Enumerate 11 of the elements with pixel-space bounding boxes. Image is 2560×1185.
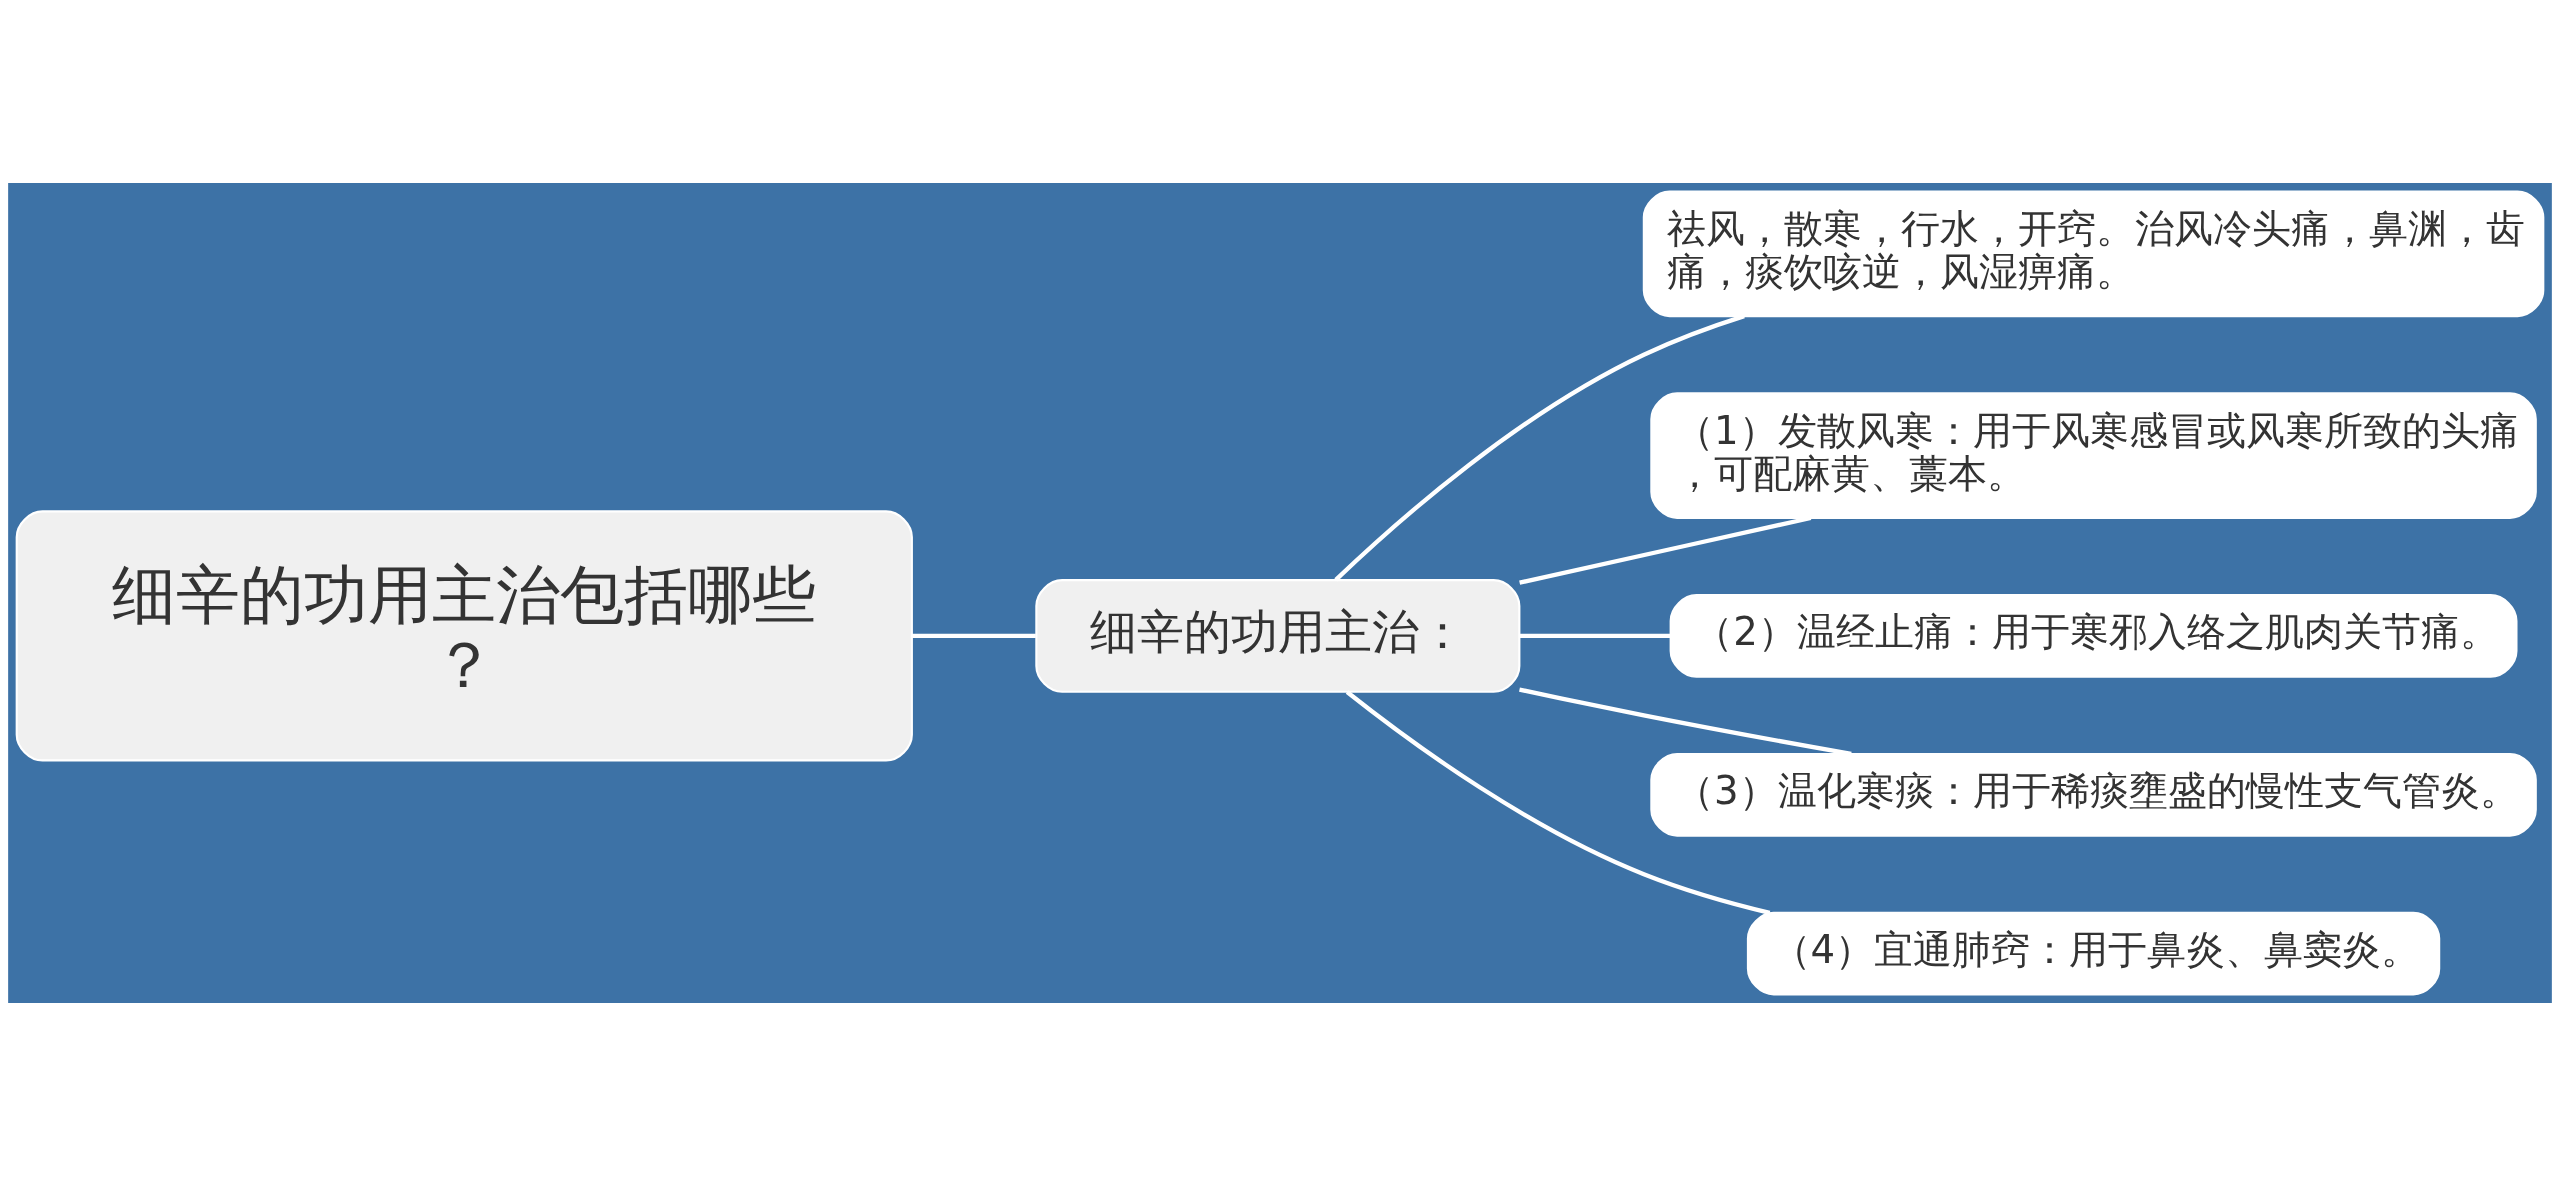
node-box: （1）发散风寒：用于风寒感冒或风寒所致的头痛，可配麻黄、藁本。 [1650,391,2537,519]
node-box: （3）温化寒痰：用于稀痰壅盛的慢性支气管炎。 [1650,752,2537,837]
connector [911,633,1036,638]
node-box: 祛风，散寒，行水，开窍。治风冷头痛，鼻渊，齿痛，痰饮咳逆，风湿痹痛。 [1642,190,2545,317]
connector [1519,633,1671,638]
connector [1519,687,1852,756]
node-box: 细辛的功用主治包括哪些？ [15,509,913,761]
node-box: （2）温经止痛：用于寒邪入络之肌肉关节痛。 [1669,593,2518,678]
node-box: （4）宜通肺窍：用于鼻炎、鼻窦炎。 [1746,911,2441,995]
node-box: 细辛的功用主治： [1035,578,1521,693]
connector [1345,689,1771,915]
